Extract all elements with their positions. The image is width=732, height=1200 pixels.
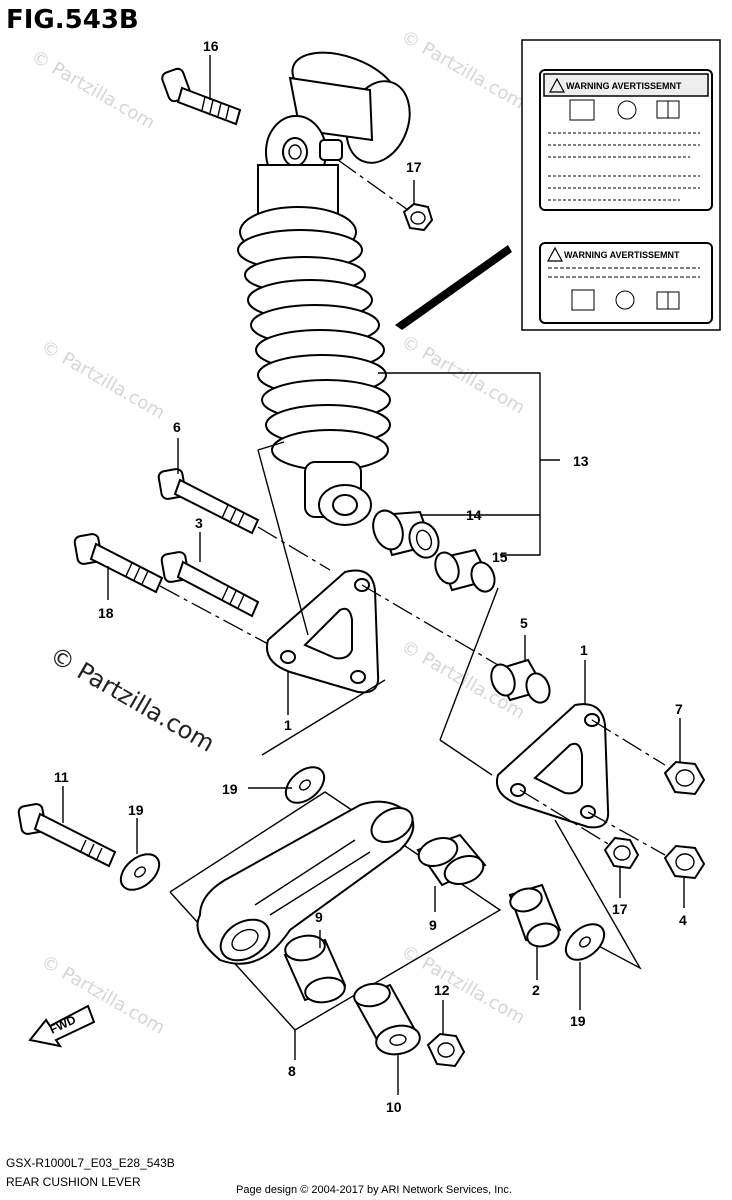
- bolt-11: [17, 803, 117, 868]
- bolt-3: [160, 551, 260, 618]
- cushion-rod-8: [169, 791, 502, 1031]
- cushion-lever-plate-left: [266, 569, 380, 694]
- callout-11: 11: [54, 769, 69, 785]
- callout-17: 17: [612, 901, 628, 917]
- callout-2: 2: [532, 982, 540, 998]
- callout-18: 18: [98, 605, 114, 621]
- nut-17-lower: [603, 836, 640, 870]
- callout-10: 10: [386, 1099, 402, 1115]
- washer-19-middle: [284, 766, 326, 804]
- callout-12: 12: [434, 982, 450, 998]
- warning-labels-panel: WARNING AVERTISSEMNT WARNING AVERTISSEMN…: [395, 39, 721, 331]
- watermark: © Partzilla.com: [398, 331, 529, 419]
- callout-17: 17: [406, 159, 422, 175]
- callout-9: 9: [429, 917, 437, 933]
- watermark: © Partzilla.com: [398, 26, 529, 114]
- callout-19: 19: [128, 802, 144, 818]
- callout-19: 19: [222, 781, 238, 797]
- callout-5: 5: [520, 615, 528, 631]
- washer-19-left: [119, 853, 161, 891]
- spacer-15: [434, 548, 496, 593]
- bolt-16: [161, 67, 242, 126]
- callout-1: 1: [284, 717, 292, 733]
- watermark: © Partzilla.com: [38, 336, 169, 424]
- watermark: © Partzilla.com: [398, 941, 529, 1029]
- collar-10: [353, 982, 421, 1056]
- model-code: GSX-R1000L7_E03_E28_543B: [6, 1156, 175, 1170]
- assembly-name: REAR CUSHION LEVER: [6, 1175, 141, 1189]
- callout-16: 16: [203, 38, 219, 54]
- callout-14: 14: [466, 507, 482, 523]
- nut-7: [663, 760, 706, 796]
- callout-4: 4: [679, 912, 687, 928]
- callout-6: 6: [173, 419, 181, 435]
- page-credit: Page design © 2004-2017 by ARI Network S…: [236, 1184, 512, 1196]
- callout-8: 8: [288, 1063, 296, 1079]
- nut-12: [426, 1032, 466, 1068]
- rear-shock-absorber: [237, 51, 411, 526]
- callout-13: 13: [573, 453, 589, 469]
- spacer-2: [508, 883, 562, 948]
- nut-17-upper: [402, 202, 434, 232]
- warning-label: WARNING AVERTISSEMNT: [539, 69, 713, 211]
- watermark-main: © Partzilla.com: [45, 641, 219, 758]
- bearing-9-upper: [416, 833, 487, 887]
- warning-label-text: WARNING AVERTISSEMNT: [564, 250, 680, 260]
- bearing-9-lower: [283, 934, 347, 1004]
- figure-title: FIG.543B: [6, 5, 139, 35]
- callout-labels: 16 17 13 14 15 6 3 18 1 19 5 1 7 11 19 1…: [54, 38, 687, 1115]
- bushing-14: [372, 509, 440, 559]
- warning-label-text: WARNING AVERTISSEMNT: [566, 81, 682, 91]
- fwd-arrow-icon: FWD: [28, 1004, 96, 1048]
- bolt-6: [157, 468, 260, 535]
- callout-9: 9: [315, 909, 323, 925]
- watermark: © Partzilla.com: [28, 46, 159, 134]
- cushion-lever-plate-right: [496, 703, 610, 829]
- callout-3: 3: [195, 515, 203, 531]
- callout-19: 19: [570, 1013, 586, 1029]
- callout-1: 1: [580, 642, 588, 658]
- bolt-18: [73, 533, 164, 594]
- callout-7: 7: [675, 701, 683, 717]
- spacer-5: [490, 658, 551, 704]
- washer-19-right: [564, 923, 606, 961]
- warning-label: WARNING AVERTISSEMNT: [539, 242, 713, 324]
- callout-15: 15: [492, 549, 508, 565]
- nut-4: [663, 844, 706, 880]
